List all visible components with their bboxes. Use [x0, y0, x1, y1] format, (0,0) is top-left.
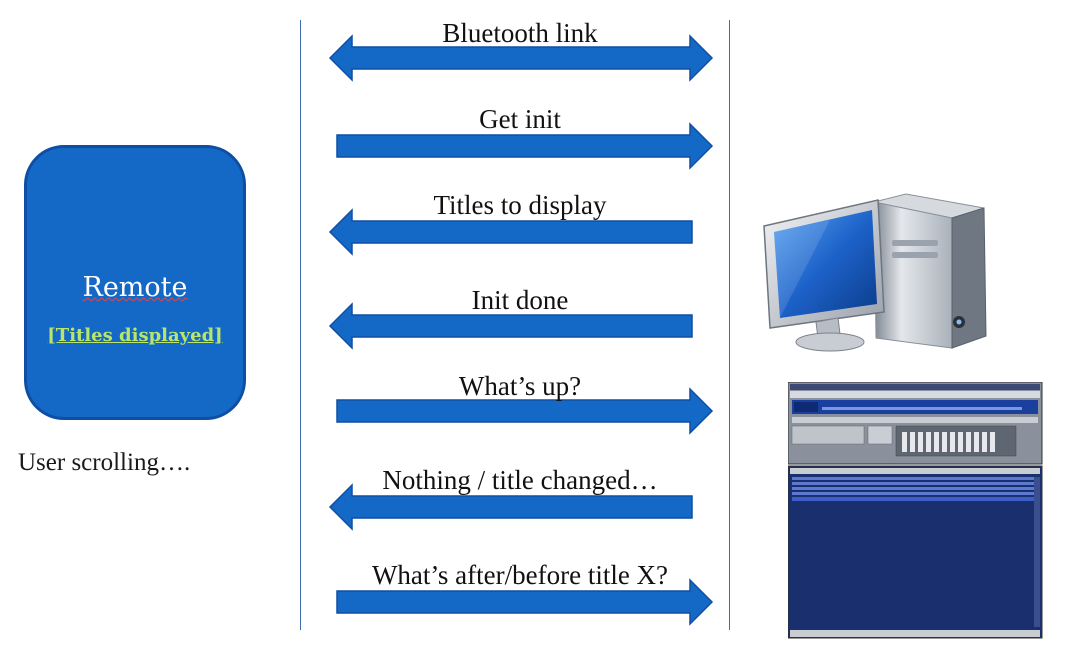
message-arrow-7 — [336, 578, 714, 626]
remote-title: Remote — [82, 272, 188, 303]
message-label-titles: Titles to display — [433, 190, 607, 220]
desktop-computer-icon — [763, 193, 987, 352]
left-divider-line — [300, 20, 301, 630]
message-label-init-done: Init done — [471, 285, 569, 315]
remote-device-box: Remote [Titles displayed] — [24, 145, 246, 420]
message-label-get-init: Get init — [479, 104, 561, 134]
message-label-bluetooth: Bluetooth link — [442, 18, 598, 48]
user-status-text: User scrolling…. — [18, 449, 191, 476]
message-label-after-before: What’s after/before title X? — [371, 560, 669, 590]
message-arrow-1 — [328, 34, 714, 82]
remote-subtitle: [Titles displayed] — [47, 325, 223, 346]
message-arrow-3 — [328, 208, 693, 256]
message-label-whats-up: What’s up? — [458, 371, 582, 401]
message-arrow-4 — [328, 302, 693, 350]
message-label-nothing: Nothing / title changed… — [382, 465, 658, 495]
message-arrow-5 — [336, 387, 714, 435]
message-arrow-6 — [328, 483, 693, 531]
message-arrow-2 — [336, 122, 714, 170]
right-divider-line — [729, 20, 730, 630]
media-player-window-icon — [788, 382, 1043, 639]
